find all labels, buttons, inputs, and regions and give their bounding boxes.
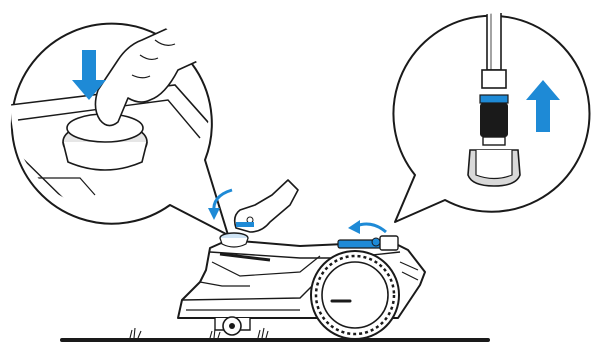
callout-left xyxy=(10,24,228,235)
callout-right xyxy=(393,0,589,222)
lock-ring-blue xyxy=(480,95,508,103)
rotate-left-arrow-icon xyxy=(356,224,386,232)
rear-wheel xyxy=(311,251,399,339)
